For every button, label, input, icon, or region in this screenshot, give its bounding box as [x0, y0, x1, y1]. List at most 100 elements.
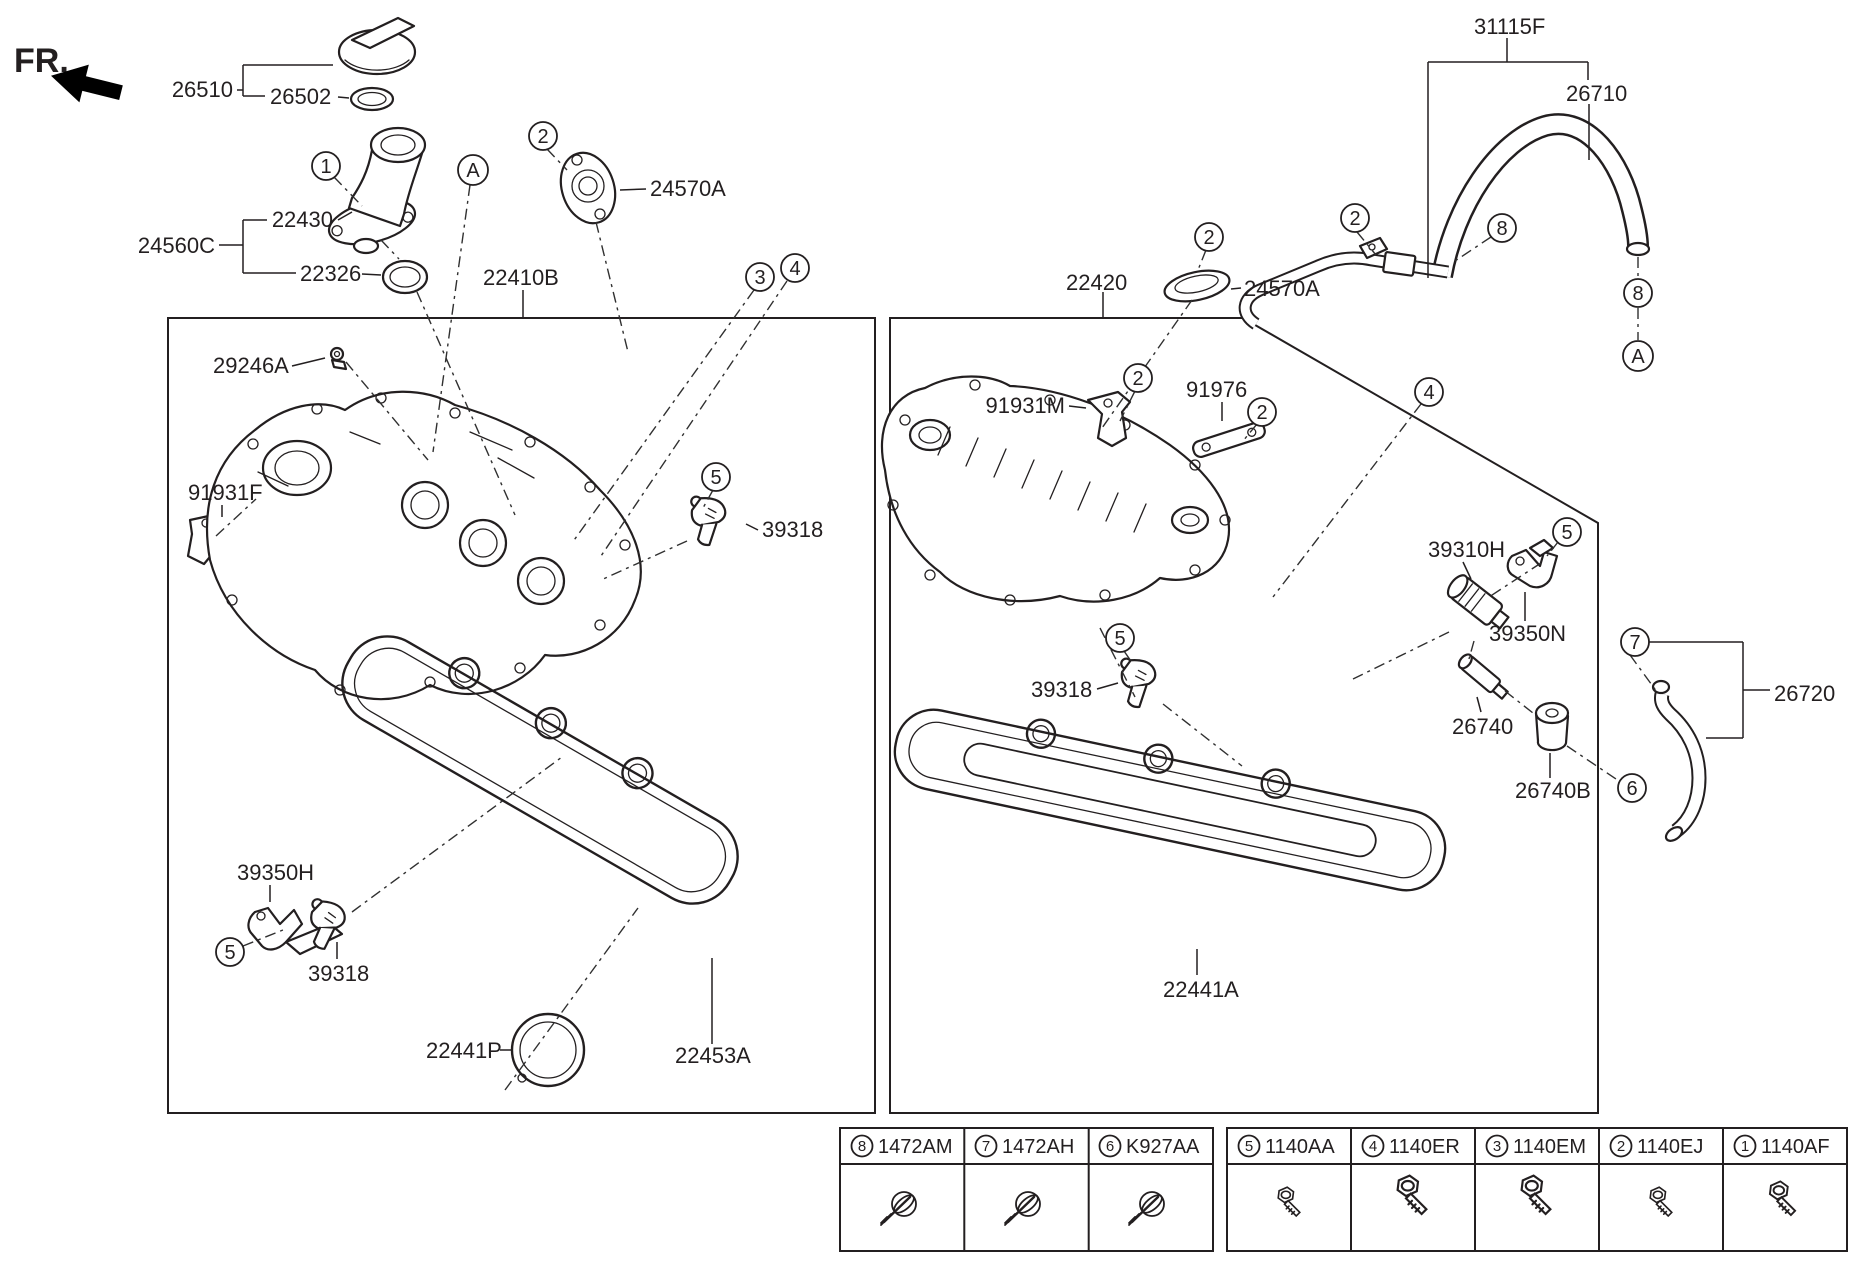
- legend-cell-1140EJ: 2 1140EJ: [1609, 1134, 1703, 1217]
- gasket-22441A-art: [893, 708, 1447, 892]
- part-label-22441A: 22441A: [1163, 977, 1239, 1002]
- svg-text:8: 8: [1496, 218, 1507, 240]
- part-label-91931F: 91931F: [188, 480, 263, 505]
- svg-text:A: A: [466, 160, 480, 182]
- part-label-29246A: 29246A: [213, 353, 289, 378]
- breather-bolt-art: [329, 346, 348, 371]
- svg-text:5: 5: [1245, 1138, 1253, 1155]
- svg-text:5: 5: [1114, 628, 1125, 650]
- part-label-91931M: 91931M: [985, 393, 1065, 418]
- svg-text:1140AA: 1140AA: [1265, 1136, 1335, 1158]
- part-label-24570A-right: 24570A: [1244, 276, 1320, 301]
- callout-6: 6: [1617, 773, 1647, 803]
- part-label-26710: 26710: [1566, 81, 1627, 106]
- legend-left-table: 8 1472AM 7 1472AH 6 K927AA: [839, 1127, 1214, 1252]
- svg-text:1140ER: 1140ER: [1389, 1136, 1460, 1158]
- svg-text:7: 7: [982, 1138, 990, 1155]
- legend-cell-1140AF: 1 1140AF: [1733, 1134, 1830, 1216]
- pcv-valve-26740-art: [1457, 653, 1509, 700]
- part-label-26510: 26510: [172, 77, 233, 102]
- svg-text:4: 4: [789, 258, 800, 280]
- part-label-26740: 26740: [1452, 714, 1513, 739]
- part-label-39318-left-bottom: 39318: [308, 961, 369, 986]
- part-label-39350H: 39350H: [237, 860, 314, 885]
- callout-8-b: 8: [1623, 278, 1653, 308]
- callout-1: 1: [311, 151, 341, 181]
- callout-8-a: 8: [1487, 213, 1517, 243]
- part-label-22420: 22420: [1066, 270, 1127, 295]
- fr-arrow-icon: [51, 64, 123, 103]
- part-label-26740B: 26740B: [1515, 778, 1591, 803]
- svg-text:A: A: [1631, 346, 1645, 368]
- bolt-icon: [1520, 1174, 1552, 1216]
- svg-text:8: 8: [1632, 283, 1643, 305]
- callout-4-left: 4: [780, 253, 810, 283]
- legend-cell-K927AA: 6 K927AA: [1098, 1134, 1200, 1227]
- part-label-39310H: 39310H: [1428, 537, 1505, 562]
- svg-text:4: 4: [1423, 382, 1434, 404]
- part-label-39318-left-top: 39318: [762, 517, 823, 542]
- svg-text:2: 2: [1203, 227, 1214, 249]
- part-label-26720: 26720: [1774, 681, 1835, 706]
- filler-neck-art: [327, 126, 427, 255]
- bolt-icon: [1277, 1186, 1301, 1217]
- part-label-22453A: 22453A: [675, 1043, 751, 1068]
- hose-26710-art: [1431, 113, 1651, 279]
- part-label-22441P: 22441P: [426, 1038, 502, 1063]
- oil-filler-cap-art: [337, 16, 417, 76]
- grommet-26740B-art: [1534, 701, 1570, 752]
- callout-5-right-b: 5: [1105, 623, 1135, 653]
- svg-text:1472AH: 1472AH: [1002, 1136, 1074, 1158]
- clamp-icon: [1003, 1190, 1042, 1227]
- callout-A-left: A: [457, 154, 489, 186]
- left-panel-box: [167, 317, 876, 1114]
- svg-text:1140AF: 1140AF: [1761, 1136, 1830, 1158]
- leader-lines: [219, 38, 1770, 1051]
- svg-text:1: 1: [1741, 1138, 1749, 1155]
- solenoid-39310H-art: [1446, 574, 1510, 630]
- svg-text:1472AM: 1472AM: [878, 1136, 953, 1158]
- svg-text:4: 4: [1369, 1138, 1377, 1155]
- callout-2-right-c: 2: [1247, 397, 1277, 427]
- sensor-39318-left-top-art: [684, 494, 729, 549]
- svg-text:2: 2: [1617, 1138, 1625, 1155]
- legend-right-table: 5 1140AA 4 1140ER 3 1140EM 2 1140EJ 1 11…: [1226, 1127, 1848, 1252]
- callout-A-right: A: [1622, 340, 1654, 372]
- svg-text:1140EM: 1140EM: [1513, 1136, 1586, 1158]
- svg-text:5: 5: [1561, 522, 1572, 544]
- bolt-icon: [1649, 1186, 1673, 1217]
- clamp-icon: [1127, 1190, 1166, 1227]
- cap-oring-art: [349, 86, 395, 112]
- legend-cell-1140EM: 3 1140EM: [1485, 1134, 1586, 1216]
- neck-oring-art: [381, 259, 429, 295]
- part-label-39350N: 39350N: [1489, 621, 1566, 646]
- svg-text:8: 8: [858, 1138, 866, 1155]
- part-label-22326: 22326: [300, 261, 361, 286]
- right-panel-box: [889, 317, 1599, 1114]
- right-rocker-cover-art: [880, 375, 1231, 606]
- sensor-39318-right-art: [1114, 656, 1159, 711]
- part-label-31115F: 31115F: [1474, 14, 1545, 39]
- callout-2-right-a: 2: [1194, 222, 1224, 252]
- left-rocker-cover-art: [205, 390, 642, 701]
- svg-text:3: 3: [754, 267, 765, 289]
- svg-text:2: 2: [1256, 402, 1267, 424]
- svg-text:6: 6: [1626, 778, 1637, 800]
- legend-cell-1472AH: 7 1472AH: [974, 1134, 1074, 1227]
- svg-text:2: 2: [1132, 368, 1143, 390]
- gasket-24570A-left-art: [559, 151, 617, 225]
- hose-26720-art: [1651, 679, 1707, 842]
- svg-text:1140EJ: 1140EJ: [1637, 1136, 1703, 1158]
- svg-text:1: 1: [320, 156, 331, 178]
- svg-text:2: 2: [1349, 208, 1360, 230]
- callout-5-right-a: 5: [1552, 517, 1582, 547]
- svg-text:5: 5: [224, 942, 235, 964]
- legend-cell-1140AA: 5 1140AA: [1237, 1134, 1335, 1217]
- callout-5-left-top: 5: [701, 462, 731, 492]
- part-label-22430: 22430: [272, 207, 333, 232]
- gasket-22453A-art: [341, 635, 739, 905]
- assembly-lines: [215, 148, 1658, 1091]
- callout-2-right-d: 2: [1340, 203, 1370, 233]
